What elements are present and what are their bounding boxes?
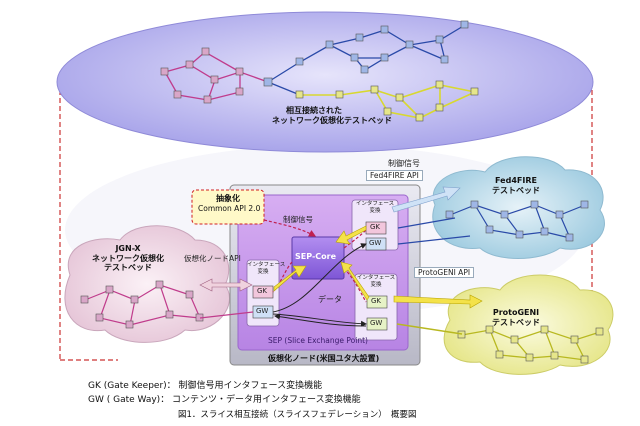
- top-network-nodes: [160, 20, 479, 122]
- legend-gk: GK (Gate Keeper)： 制御信号用インタフェース変換機能: [88, 381, 323, 391]
- top-cloud-label-line2: ネットワーク仮想化テストベッド: [272, 115, 392, 125]
- link-protogeni-gw: [396, 323, 463, 335]
- left-interface-label: インタフェース 変換: [247, 262, 286, 275]
- jgnx-nodes: [80, 280, 204, 329]
- gk-to-core-yellow-arrow-right: [335, 225, 367, 245]
- control-signal-arrow-top: [263, 219, 317, 237]
- protogeni-label-line1: ProtoGENI: [492, 308, 540, 317]
- virtual-node-api-label: 仮想化ノードAPI: [184, 254, 241, 263]
- link-jgnx-gw: [199, 311, 254, 319]
- right-lower-gw-label: GW: [370, 319, 383, 327]
- fed4fire-api-label: Fed4FIRE API: [366, 170, 423, 181]
- right-lower-interface-label: インタフェース 変換: [356, 275, 396, 288]
- protogeni-label-line2: テストベッド: [492, 317, 540, 327]
- protogeni-api-arrow: [393, 294, 483, 309]
- left-gk-label: GK: [257, 287, 268, 295]
- right-lower-gk-box: [366, 295, 388, 309]
- abstraction-label-line2: Common API 2.0: [198, 203, 261, 213]
- jgnx-label-line1: JGN-X: [115, 244, 141, 253]
- fed4fire-label-line1: Fed4FIRE: [495, 176, 537, 185]
- right-lower-gw-box: [366, 317, 388, 331]
- protogeni-label: ProtoGENI テストベッド: [492, 308, 540, 327]
- fed4fire-nodes: [445, 200, 589, 242]
- data-arrow-to-lower-gw: [272, 313, 367, 327]
- top-interconnect-ellipse: [56, 11, 594, 153]
- legend-gw: GW ( Gate Way)： コンテンツ・データ用インタフェース変換機能: [88, 395, 361, 405]
- protogeni-network: [461, 329, 601, 361]
- figure-caption: 図1．スライス相互接続（スライスフェデレーション） 概要図: [178, 410, 417, 420]
- abstraction-label-line1: 抽象化: [216, 194, 240, 203]
- jgnx-label-line2: ネットワーク仮想化: [92, 253, 164, 263]
- fed4fire-cloud: [432, 156, 605, 259]
- data-arrow-to-upper-gw: [272, 243, 367, 313]
- right-upper-gw-label: GW: [369, 239, 382, 247]
- abstraction-callout: [191, 189, 265, 225]
- link-fed4fire-gk: [397, 217, 456, 229]
- fed4fire-network: [449, 204, 586, 239]
- top-cloud-label-line1: 相互接続された: [286, 106, 342, 115]
- data-arrow-back: [274, 313, 367, 327]
- right-upper-interface-label: インタフェース 変換: [355, 201, 395, 214]
- jgnx-label: JGN-X ネットワーク仮想化 テストベッド: [92, 244, 164, 273]
- control-signal-top-label: 制御信号: [388, 159, 420, 168]
- abstraction-label: 抽象化 Common API 2.0: [198, 194, 261, 213]
- gk-to-core-yellow-arrow-left: [273, 265, 307, 292]
- control-signal-arrow-right: [343, 229, 367, 249]
- sep-core-label: SEP-Core: [295, 252, 337, 261]
- gk-to-core-yellow-arrow-lower: [340, 261, 370, 301]
- link-fed4fire-gw: [397, 235, 471, 245]
- protogeni-api-label: ProtoGENI API: [414, 267, 475, 278]
- virtual-node-us-label: 仮想化ノード(米国ユタ大設置): [268, 354, 380, 363]
- protogeni-cloud: [443, 274, 614, 375]
- sep-full-label: SEP (Slice Exchange Point): [268, 336, 368, 345]
- fed4fire-label: Fed4FIRE テストベッド: [492, 176, 540, 195]
- virtual-node-api-arrow: [199, 278, 253, 292]
- left-gw-label: GW: [256, 307, 269, 315]
- fed4fire-api-arrow: [391, 186, 461, 213]
- data-label: データ: [318, 295, 342, 304]
- top-cloud-label: 相互接続された ネットワーク仮想化テストベッド: [272, 106, 392, 125]
- right-upper-gk-label: GK: [370, 223, 381, 231]
- control-signal-mid-label: 制御信号: [283, 215, 313, 224]
- fed4fire-label-line2: テストベッド: [492, 185, 540, 195]
- right-lower-gk-label: GK: [371, 297, 382, 305]
- jgnx-label-line3: テストベッド: [104, 263, 152, 273]
